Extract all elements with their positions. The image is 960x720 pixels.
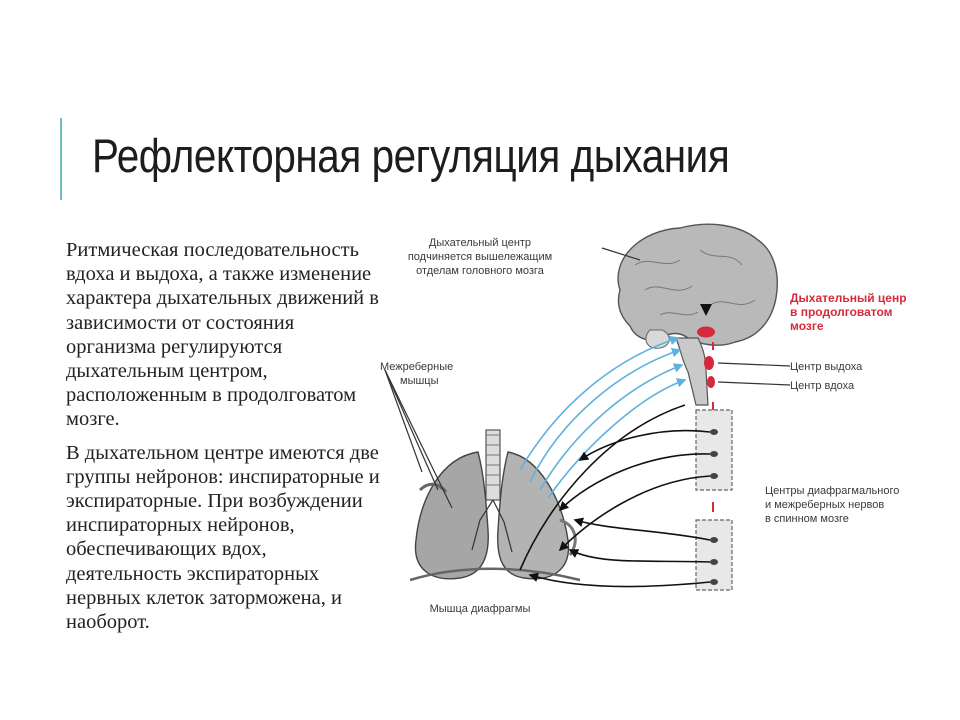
intercostal-muscles-label-line-2: мышцы xyxy=(400,375,439,387)
medulla-center-label-line-1: Дыхательный ценр xyxy=(790,291,907,305)
inhale-center-label: Центр вдоха xyxy=(790,380,855,392)
exhale-center-label: Центр выдоха xyxy=(790,361,863,373)
callout-lines xyxy=(384,247,791,509)
afferent-pathways xyxy=(519,335,687,499)
exhale-center-icon xyxy=(704,356,714,370)
intercostal-muscles-label-line-1: Межреберные xyxy=(380,361,453,373)
paragraph-rhythm: Ритмическая последовательность вдоха и в… xyxy=(66,239,379,431)
respiration-regulation-diagram: Дыхательный центр подчиняется вышележащи… xyxy=(380,223,907,615)
brain-note-line-1: Дыхательный центр xyxy=(429,237,531,249)
medulla-center-label-line-3: мозге xyxy=(790,319,824,333)
efferent-pathways xyxy=(519,404,711,588)
lungs-illustration xyxy=(409,429,581,582)
paragraph-neurons: В дыхательном центре имеются две группы … xyxy=(66,441,380,634)
spinal-cord xyxy=(695,409,733,591)
body-text: Ритмическая последовательность вдоха и в… xyxy=(66,238,382,643)
medulla-center-upper-icon xyxy=(697,326,715,338)
diaphragm-label: Мышца диафрагмы xyxy=(430,603,531,615)
brain-illustration xyxy=(617,223,778,406)
medulla-center-label-line-2: в продолговатом xyxy=(790,305,893,319)
spinal-centers-label-line-3: в спинном мозге xyxy=(765,513,849,525)
title-accent-bar xyxy=(60,118,62,200)
brain-note-line-3: отделам головного мозга xyxy=(416,265,545,277)
medulla-centers xyxy=(697,304,715,410)
inhale-center-icon xyxy=(707,376,715,388)
brain-note-line-2: подчиняется вышележащим xyxy=(408,251,552,263)
spinal-centers-label-line-1: Центры диафрагмального xyxy=(765,485,899,497)
spinal-centers-label-line-2: и межреберных нервов xyxy=(765,499,884,511)
slide-title: Рефлекторная регуляция дыхания xyxy=(92,129,730,182)
